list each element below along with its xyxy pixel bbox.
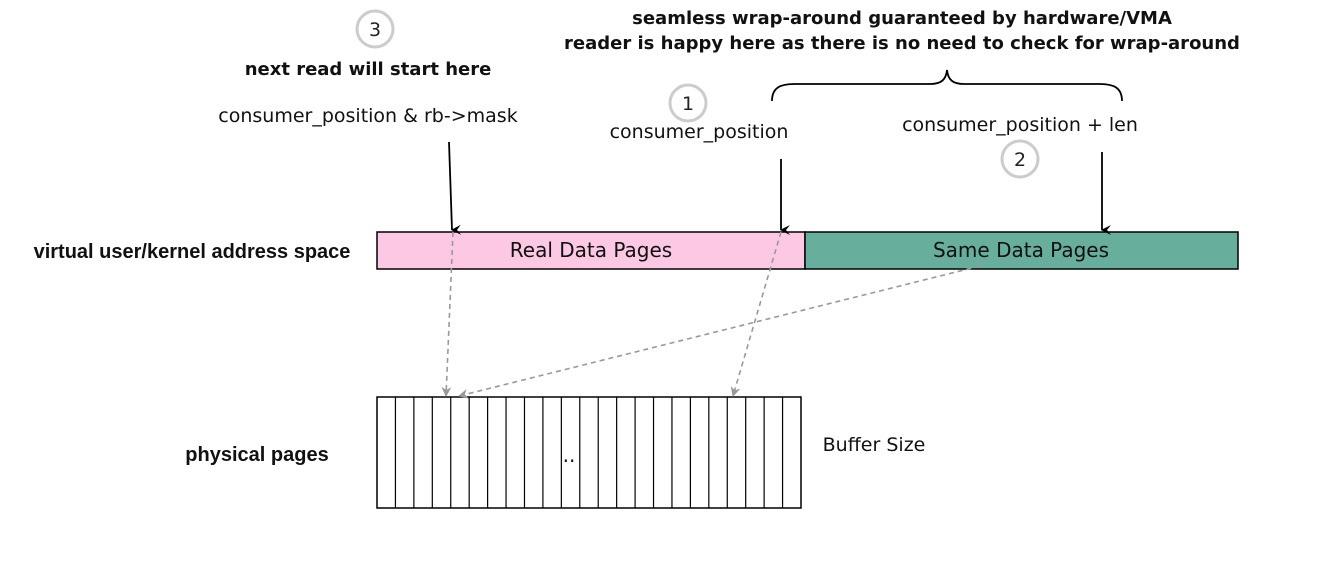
wrap-around-brace <box>771 69 1123 102</box>
marker-3-number: 3 <box>369 19 381 41</box>
physical-pages-strip <box>376 396 802 509</box>
same-data-pages-box <box>804 231 1239 270</box>
dashed-mapping-consumer <box>730 231 782 397</box>
marker-3-title: next read will start here <box>245 59 492 80</box>
physical-pages-outline <box>376 396 802 509</box>
marker-3-circle <box>355 9 395 49</box>
physical-pages-ellipsis: .. <box>563 443 576 467</box>
heading-line-2: reader is happy here as there is no need… <box>564 33 1240 54</box>
marker-2-label: consumer_position + len <box>902 114 1138 136</box>
marker-1-circle <box>668 83 708 123</box>
real-data-pages-label: Real Data Pages <box>510 238 672 262</box>
marker-1-label: consumer_position <box>610 121 789 143</box>
marker-1-number: 1 <box>682 93 694 115</box>
marker-2-number: 2 <box>1014 149 1026 171</box>
physical-pages-label: physical pages <box>185 444 328 466</box>
dashed-mapping-same-pages <box>458 265 981 399</box>
buffer-size-label: Buffer Size <box>823 434 926 456</box>
marker-2-circle <box>1000 139 1040 179</box>
marker-3-label: consumer_position & rb->mask <box>218 105 517 127</box>
heading-line-1: seamless wrap-around guaranteed by hardw… <box>632 8 1172 29</box>
same-data-pages-label: Same Data Pages <box>933 238 1109 262</box>
arrow-consumer-mask <box>448 141 462 235</box>
virtual-address-space-label: virtual user/kernel address space <box>34 241 351 263</box>
dashed-mapping-mask <box>441 231 454 397</box>
